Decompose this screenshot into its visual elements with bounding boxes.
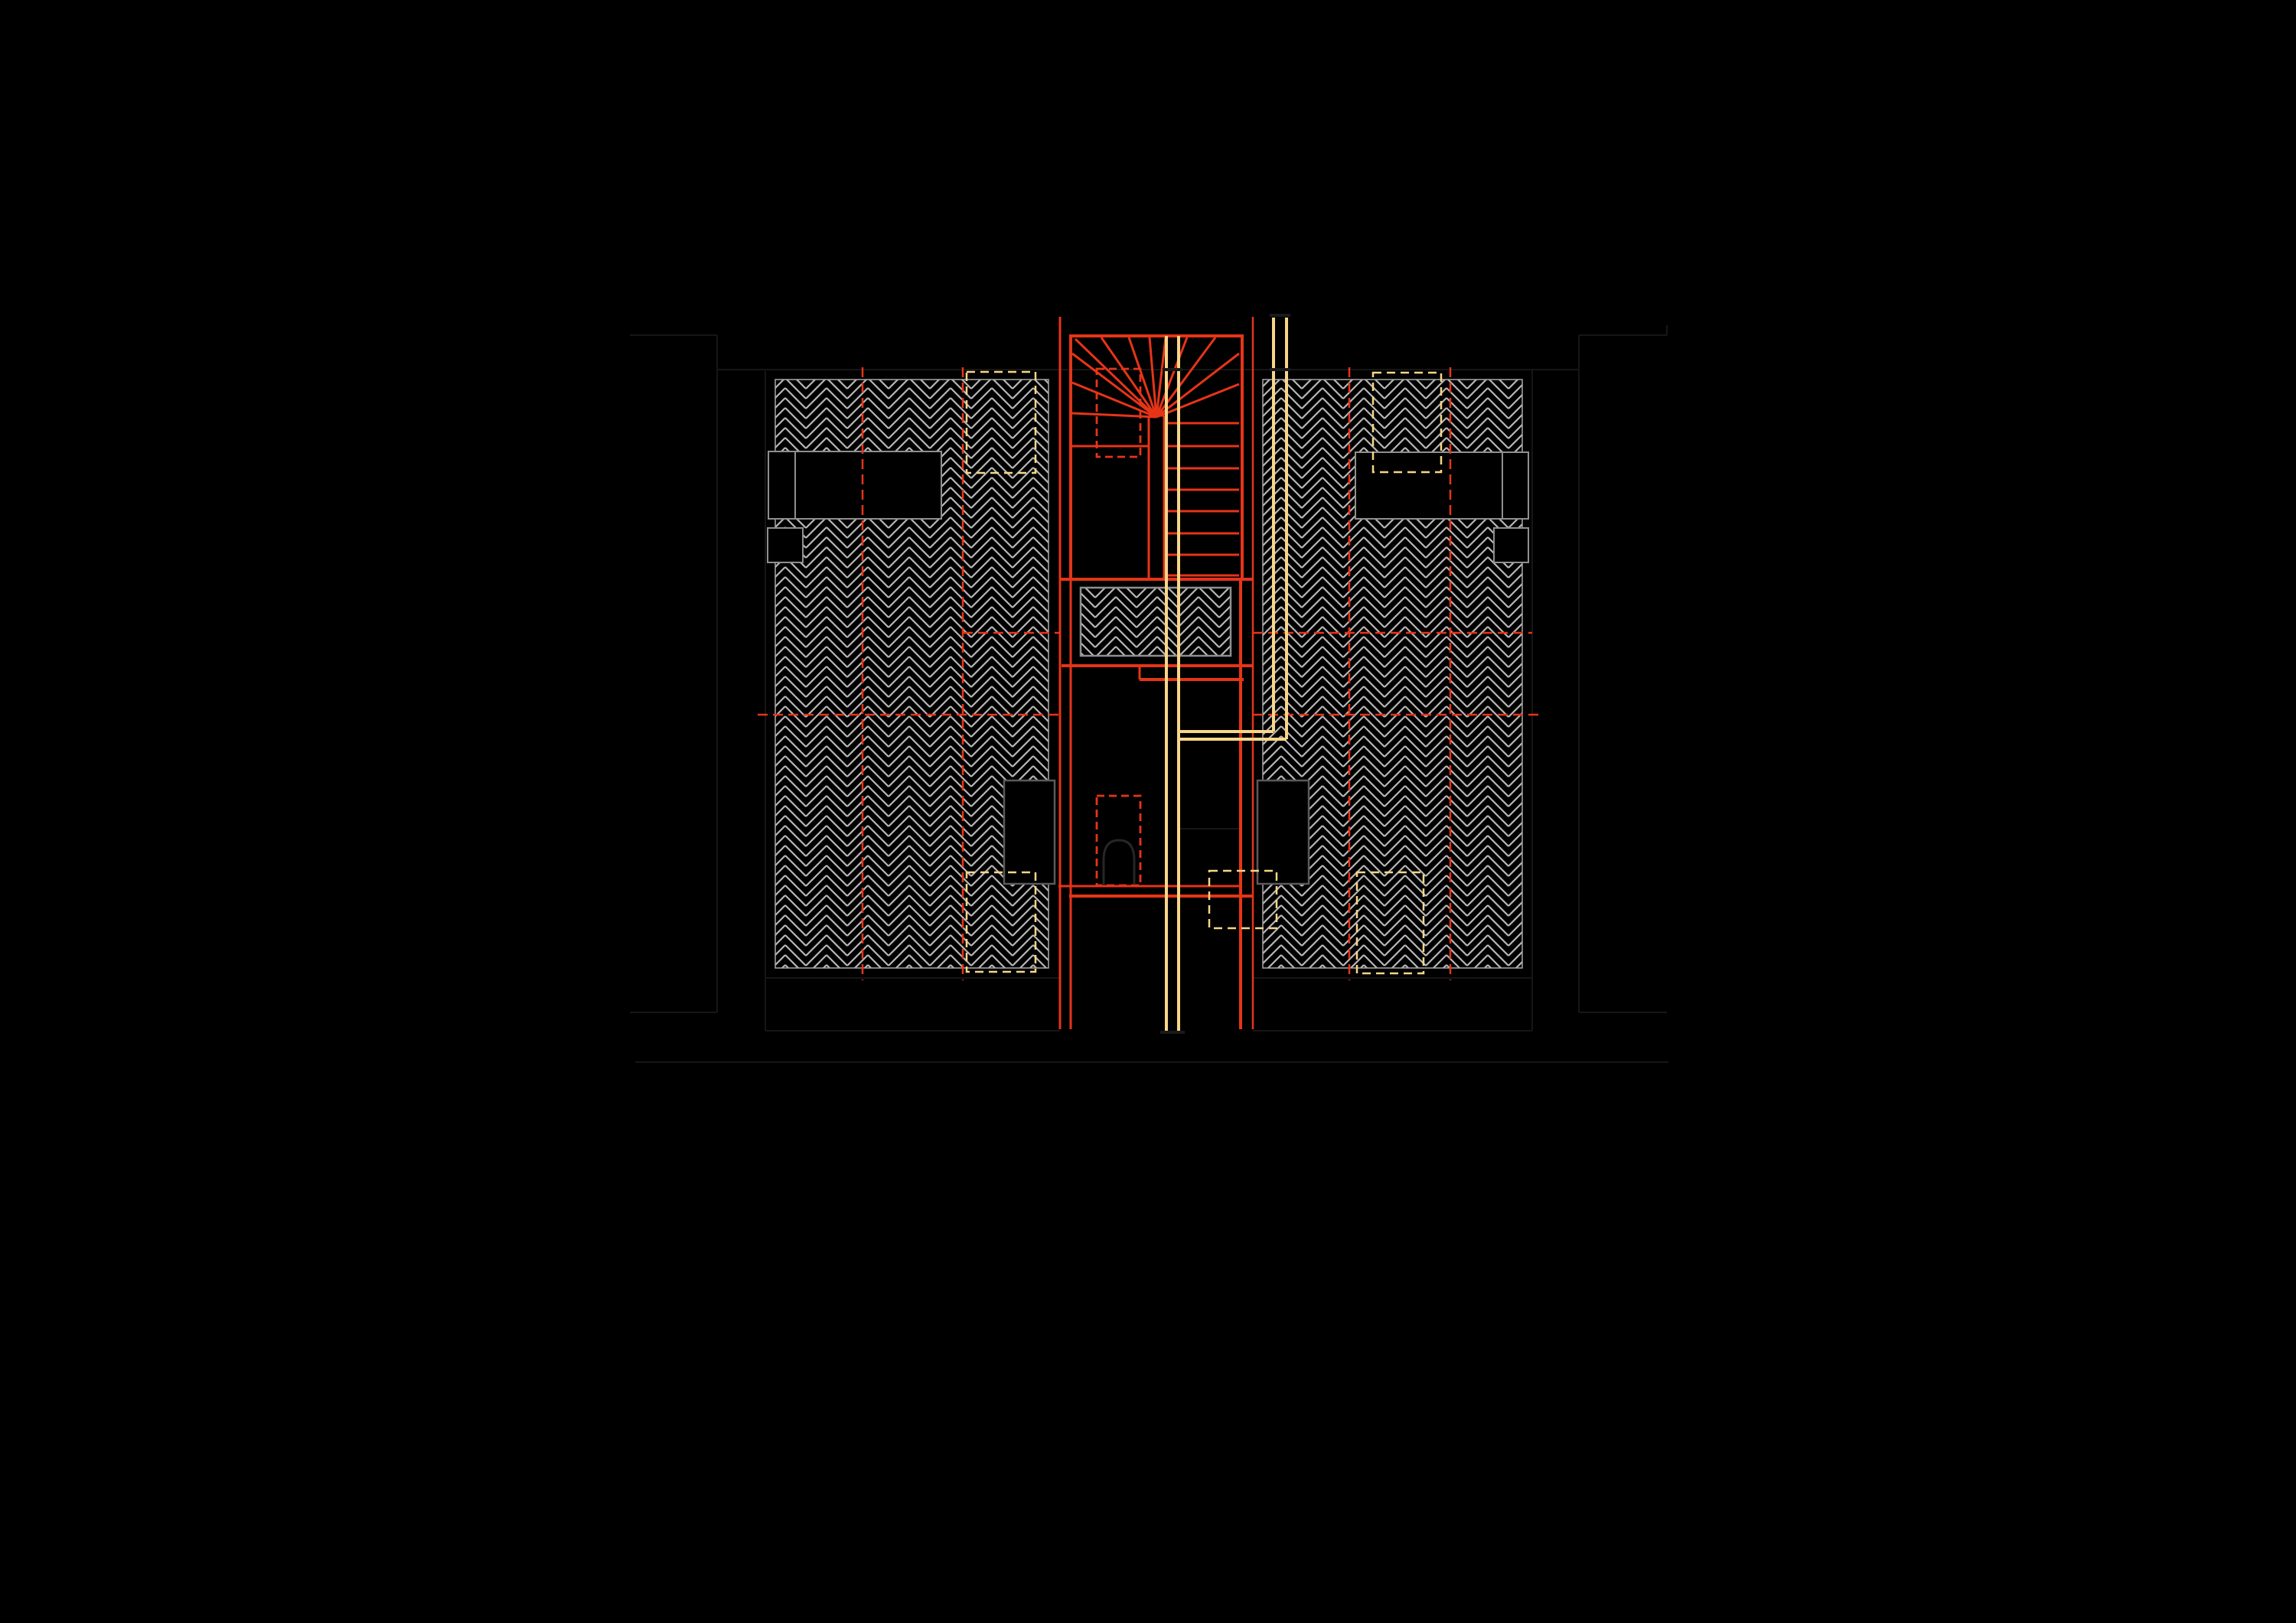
stair-winder-fan-item [1071, 381, 1157, 419]
landing-hatch-item [1079, 586, 1232, 657]
axis-grid-dashed [758, 367, 1538, 980]
hidden-red-rects-item [1095, 794, 1142, 887]
drawing-layers [630, 314, 1668, 1063]
roof-openings-dark [1003, 779, 1310, 885]
walls-red-thick [1060, 578, 1254, 1029]
roof-openings-dark-item [1003, 779, 1056, 885]
door-niche-arc [1102, 839, 1136, 885]
hidden-red-rects-item [1095, 367, 1142, 458]
roof-openings-item [767, 527, 804, 563]
stair-winder-fan-item [1148, 337, 1158, 418]
section-cut-lines [1165, 318, 1288, 1031]
landing-hatch [1079, 586, 1232, 657]
stair-treads [1164, 422, 1239, 577]
hidden-yellow-rects-item [1355, 871, 1425, 975]
roof-openings-item [1493, 527, 1529, 563]
stair-winder-fan-item [1071, 352, 1157, 419]
opening-dividers [794, 451, 1503, 519]
hidden-yellow-rects-item [1208, 869, 1278, 930]
hidden-red-rects [1095, 367, 1142, 887]
stair-winder-fan-item [1155, 337, 1189, 418]
faint-building-outline [630, 325, 1668, 1063]
roof-openings [767, 451, 1529, 563]
stair-winder-fan-item [1156, 383, 1240, 419]
stair-winder-fan-item [1156, 352, 1240, 419]
stair-winder-fan-item [1074, 337, 1158, 419]
door-niche-arc-item [1102, 839, 1136, 885]
stair-winder-fan-item [1071, 412, 1157, 419]
stair-winder-fan-item [1155, 337, 1167, 418]
dark-tick-marks [1160, 314, 1290, 1034]
roof-openings-item [768, 451, 942, 520]
stair-winder-fan-item [1127, 337, 1158, 418]
hidden-yellow-rects-item [1371, 371, 1443, 474]
hidden-yellow-rects-item [965, 871, 1037, 973]
hidden-yellow-rects-item [965, 370, 1037, 474]
hidden-yellow-rects [965, 370, 1443, 975]
stair-winder-fan-item [1100, 337, 1158, 418]
roof-openings-dark-item [1256, 779, 1310, 885]
walls-red-medium [1058, 317, 1242, 1029]
